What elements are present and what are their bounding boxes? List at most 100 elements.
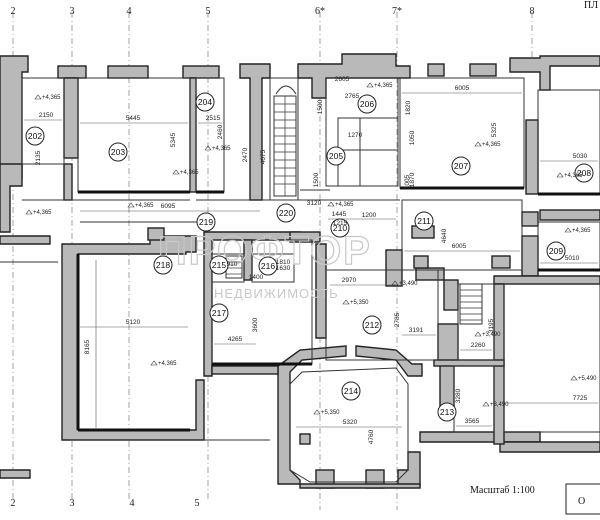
room-marker-circle xyxy=(341,381,361,401)
room-labels: 2022032042052062072082092102112122132142… xyxy=(25,92,594,422)
dimension-value: 5030 xyxy=(573,153,588,160)
level-mark: +3,490 xyxy=(482,401,509,408)
room-number: 219 xyxy=(199,217,213,227)
stair-main xyxy=(273,85,297,197)
dimension-value: 5320 xyxy=(343,419,358,426)
dim-lines xyxy=(24,92,598,428)
room-number: 207 xyxy=(454,161,468,171)
dimension-value: 3565 xyxy=(465,418,480,425)
room-marker-circle xyxy=(414,211,434,231)
level-triangle-icon xyxy=(474,141,482,147)
level-triangle-icon xyxy=(556,172,564,178)
dimension-value: 6095 xyxy=(161,203,176,210)
level-triangle-icon xyxy=(327,201,335,207)
level-mark: +5,490 xyxy=(570,375,597,382)
room-number: 217 xyxy=(212,308,226,318)
room-marker-circle xyxy=(451,156,471,176)
dimension-value: 1500 xyxy=(317,99,324,114)
dimension-value: 1870 xyxy=(409,172,416,187)
room-number: 202 xyxy=(28,131,42,141)
room-number: 211 xyxy=(417,216,431,226)
level-triangle-icon xyxy=(366,82,374,88)
dimension-value: 6005 xyxy=(452,243,467,250)
level-mark: +4,365 xyxy=(564,227,591,234)
dimension-value: 4640 xyxy=(441,228,448,243)
dimension-value: 4265 xyxy=(228,336,243,343)
dimension-value: 1820 xyxy=(405,100,412,115)
level-value: +3,490 xyxy=(482,332,501,338)
dimension-value: 2970 xyxy=(342,277,357,284)
room-202: 202 xyxy=(25,126,45,146)
dimension-value: 3195 xyxy=(488,318,495,333)
room-number: 216 xyxy=(261,261,275,271)
level-value: +4,365 xyxy=(180,170,199,176)
dimension-value: 8165 xyxy=(84,339,91,354)
room-marker-circle xyxy=(330,218,350,238)
corner-label: О xyxy=(578,496,585,507)
room-number: 210 xyxy=(333,223,347,233)
dimension-value: 3280 xyxy=(455,388,462,403)
dimension-value: 3191 xyxy=(409,327,424,334)
room-marker-circle xyxy=(362,315,382,335)
level-value: +4,365 xyxy=(42,95,61,101)
dimension-value: 5445 xyxy=(126,115,141,122)
level-value: +4,365 xyxy=(158,361,177,367)
room-marker-circle xyxy=(108,142,128,162)
room-number: 214 xyxy=(344,386,358,396)
room-number: 206 xyxy=(360,99,374,109)
axis-label-top: 2 xyxy=(11,6,16,17)
level-mark: +4,365 xyxy=(127,202,154,209)
dimension-value: 1270 xyxy=(348,132,363,139)
axis-label-bottom: 4 xyxy=(130,498,135,509)
room-number: 203 xyxy=(111,147,125,157)
room-number: 218 xyxy=(156,260,170,270)
room-marker-circle xyxy=(153,255,173,275)
dimension-value: 2515 xyxy=(206,115,221,122)
level-mark: +3,490 xyxy=(474,331,501,338)
room-marker-circle xyxy=(25,126,45,146)
level-triangle-icon xyxy=(313,409,321,415)
level-mark: +3,490 xyxy=(391,280,418,287)
room-marker-circle xyxy=(258,256,278,276)
room-215: 215 xyxy=(209,255,229,275)
dimension-value: 4760 xyxy=(368,429,375,444)
level-value: +5,350 xyxy=(350,300,369,306)
dimension-value: 910 xyxy=(227,261,238,268)
room-marker-circle xyxy=(209,303,229,323)
dimension-value: 3600 xyxy=(252,317,259,332)
level-mark: +5,350 xyxy=(342,299,369,306)
level-value: +4,365 xyxy=(374,83,393,89)
room-217: 217 xyxy=(209,303,229,323)
dimension-value: 1500 xyxy=(313,172,320,187)
dimension-value: 2150 xyxy=(39,112,54,119)
level-value: +5,490 xyxy=(578,376,597,382)
room-marker-circle xyxy=(326,146,346,166)
bold-lines xyxy=(76,186,600,432)
level-value: +3,490 xyxy=(399,281,418,287)
level-mark: +4,365 xyxy=(204,145,231,152)
dimension-value: 5325 xyxy=(491,122,498,137)
axis-label-bottom: 3 xyxy=(70,498,75,509)
room-218: 218 xyxy=(153,255,173,275)
level-mark: +5,350 xyxy=(313,409,340,416)
dimension-value: 2135 xyxy=(35,150,42,165)
room-number: 215 xyxy=(212,260,226,270)
corner-box xyxy=(565,483,600,515)
room-marker-circle xyxy=(196,212,216,232)
watermark-sub: НЕДВИЖИМОСТЬ xyxy=(214,286,339,301)
room-214: 214 xyxy=(341,381,361,401)
axis-label-top: 8 xyxy=(530,6,535,17)
axis-label-top: 4 xyxy=(127,6,132,17)
level-marks: +4,365 +4,365 +4,365 +4,365 +4,365 +4,365 +4,3… xyxy=(25,82,597,416)
room-206: 206 xyxy=(357,94,377,114)
room-210: 210 xyxy=(330,218,350,238)
room-marker-circle xyxy=(546,241,566,261)
level-value: +4,365 xyxy=(335,202,354,208)
dimension-value: 2765 xyxy=(345,93,360,100)
level-value: +4,365 xyxy=(482,142,501,148)
level-value: +5,350 xyxy=(321,410,340,416)
dimension-value: 2470 xyxy=(242,147,249,162)
room-number: 213 xyxy=(440,407,454,417)
stair-right xyxy=(459,283,483,325)
dimension-value: 5120 xyxy=(126,319,141,326)
